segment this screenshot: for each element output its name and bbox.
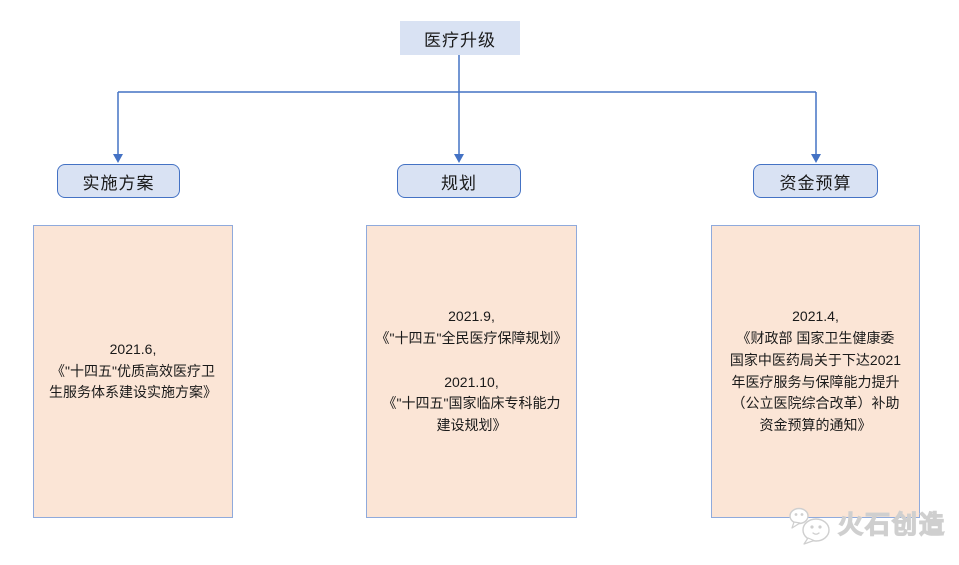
brand-logo: 火石创造 — [786, 504, 946, 546]
card-planning: 2021.9, 《"十四五"全民医疗保障规划》 2021.10, 《"十四五"国… — [366, 225, 577, 518]
arrowhead-center-icon — [454, 154, 464, 163]
brand-name: 火石创造 — [837, 510, 947, 539]
arrowhead-right-icon — [811, 154, 821, 163]
branch-label-planning: 规划 — [397, 164, 521, 198]
branch-label-implementation-plan: 实施方案 — [57, 164, 180, 198]
card-implementation-plan: 2021.6, 《"十四五"优质高效医疗卫 生服务体系建设实施方案》 — [33, 225, 233, 518]
branch-label-budget: 资金预算 — [753, 164, 878, 198]
arrowhead-left-icon — [113, 154, 123, 163]
card-budget: 2021.4, 《财政部 国家卫生健康委 国家中医药局关于下达2021 年医疗服… — [711, 225, 920, 518]
root-node-medical-upgrade: 医疗升级 — [400, 21, 520, 55]
brand-logo-icon — [789, 507, 830, 545]
